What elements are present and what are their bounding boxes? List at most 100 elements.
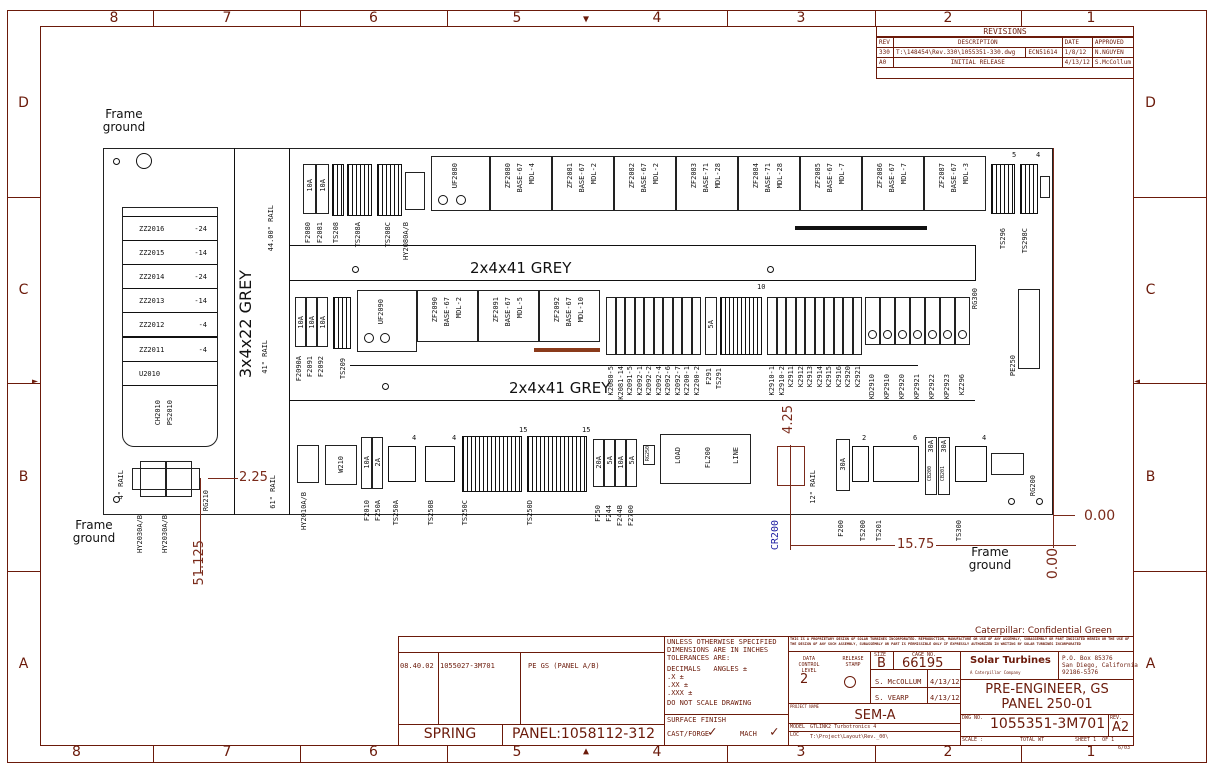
- zz-item: ZZ2013-14: [123, 289, 217, 313]
- zz-item: U2010: [123, 362, 217, 386]
- ts250c-count: 15: [519, 426, 528, 434]
- fl200-filter: LOAD FL200 LINE: [660, 434, 751, 484]
- terminal-ts298c: [1020, 164, 1038, 214]
- ts200-count: 2: [862, 434, 867, 442]
- ts250c-label: TS250C: [461, 500, 469, 526]
- project-name-label: PROJECT NAME: [790, 704, 819, 709]
- hy2030a-label: HY2030A/B: [136, 515, 144, 553]
- zone-row-d-right: D: [1145, 95, 1156, 111]
- relay-k2921: [852, 297, 862, 355]
- zz-item: ZZ2014-24: [123, 265, 217, 289]
- dwg-no-label: DWG NO.: [962, 715, 984, 721]
- prev-code: 08.40.02: [400, 662, 434, 670]
- rail-grey-top: 2x4x41 GREY: [470, 259, 572, 277]
- description-col-header: DESCRIPTION: [893, 37, 1063, 48]
- zone-row-c-left: C: [18, 282, 29, 298]
- frame-ground-bottom-right-label: Frame ground: [968, 545, 1012, 572]
- cage-label: CAGE NO.: [912, 652, 937, 658]
- ts291-label: TS291: [715, 368, 723, 390]
- ts298c-label: TS298C: [1021, 228, 1029, 254]
- proprietary-notice: THIS IS A PROPRIETARY DESIGN OF SOLAR TU…: [790, 637, 1130, 646]
- spring-label: SPRING: [423, 726, 477, 742]
- w210-module: W210: [325, 445, 357, 485]
- dim-15-75: 15.75: [895, 537, 937, 552]
- tolerance-block: UNLESS OTHERWISE SPECIFIED DIMENSIONS AR…: [667, 638, 777, 707]
- fuse-f244: 5A: [604, 439, 615, 487]
- approved-col-header: APPROVED: [1091, 37, 1135, 48]
- hy2010-connector: [297, 445, 319, 483]
- form-version: 6/03: [1118, 745, 1131, 751]
- hy2010-label: HY2010A/B: [300, 492, 308, 530]
- ch-label: CH2010: [154, 400, 162, 426]
- ts208c-label: TS208C: [384, 222, 392, 248]
- zone-col-8-bottom: 8: [72, 744, 81, 760]
- mount-hole: [382, 383, 389, 390]
- ts250d-label: TS250D: [526, 500, 534, 526]
- drawing-title-1: PRE-ENGINEER, GS: [985, 682, 1109, 697]
- rg200-label: RG200: [1029, 475, 1037, 497]
- relay-k2092-1: [634, 297, 644, 355]
- rail-61-label: 61" RAIL: [269, 475, 277, 509]
- zone-col-4-bottom: 4: [652, 744, 662, 760]
- relay-k2200-2: [691, 297, 701, 355]
- classification: Caterpillar: Confidential Green: [975, 626, 1113, 636]
- mount-hole: [113, 496, 120, 503]
- connector-rail: [132, 468, 200, 490]
- ts200-label: TS200: [859, 520, 867, 542]
- relay-k2080-5: [606, 297, 616, 355]
- ts250b-count: 4: [452, 434, 457, 442]
- relay-terminal: [868, 330, 877, 339]
- mount-hole: [767, 266, 774, 273]
- ts250a-count: 4: [412, 434, 417, 442]
- release-stamp-icon: [844, 676, 856, 688]
- zone-col-1: 1: [1086, 10, 1096, 26]
- ts201-count: 6: [913, 434, 918, 442]
- uf2080-module: UF2080: [431, 156, 490, 211]
- relay-k2092-7: [672, 297, 682, 355]
- frame-ground-hole: [1008, 498, 1015, 505]
- rail-4-label: 4" RAIL: [117, 470, 125, 500]
- ts296-count: 5: [1012, 151, 1017, 159]
- rev-value: A2: [1112, 720, 1130, 735]
- relay-k2092-4: [653, 297, 663, 355]
- ts298c-count: 4: [1036, 151, 1041, 159]
- fuse-f2092: 10A: [317, 297, 328, 347]
- revision-row: A0 INITIAL RELEASE 4/13/12 S.McCollum: [876, 57, 1135, 68]
- relay-k2912: [795, 297, 805, 355]
- relay-terminal: [913, 330, 922, 339]
- rg298-connector: [1040, 176, 1050, 198]
- mach-check-icon: ✓: [770, 724, 779, 740]
- zone-col-3: 3: [796, 10, 806, 26]
- ts250b-label: TS250B: [427, 500, 435, 526]
- ts250a-label: TS250A: [392, 500, 400, 526]
- date-col-header: DATE: [1061, 37, 1093, 48]
- relay-terminal: [898, 330, 907, 339]
- cable-duct-mid: [534, 348, 600, 352]
- fuse-f2080: 10A: [303, 164, 316, 214]
- company-sub: A Caterpillar Company: [970, 670, 1021, 675]
- center-arrow-bottom: ▲: [583, 746, 590, 757]
- company-address: P.O. Box 85376 San Diego, California 921…: [1062, 655, 1138, 676]
- zone-col-4: 4: [652, 10, 662, 26]
- terminal-ts208c: [377, 164, 402, 216]
- f2092-label: F2092: [317, 356, 325, 378]
- dim-0-00-horizontal: 0.00: [1084, 508, 1116, 524]
- revisions-header: REV DESCRIPTION DATE APPROVED: [876, 37, 1135, 48]
- terminal-ts291: [720, 297, 762, 355]
- relay-k2910-1: [767, 297, 777, 355]
- terminal-ts208: [332, 164, 344, 216]
- cast-forge-label: CAST/FORGE: [667, 730, 710, 738]
- revisions-table: REVISIONS REV DESCRIPTION DATE APPROVED …: [876, 26, 1135, 79]
- zz-item: ZZ2015-14: [123, 241, 217, 265]
- zone-col-3-bottom: 3: [796, 744, 806, 760]
- dim-0-00-vertical: 0.00: [1045, 548, 1061, 580]
- data-control-label: DATA CONTROL LEVEL: [798, 656, 820, 674]
- rg250-connector: RG250: [643, 445, 655, 465]
- zz-item: ZZ2012-4: [123, 313, 217, 338]
- cb200-breaker: 30A CB200: [925, 437, 937, 495]
- mount-hole: [1036, 498, 1043, 505]
